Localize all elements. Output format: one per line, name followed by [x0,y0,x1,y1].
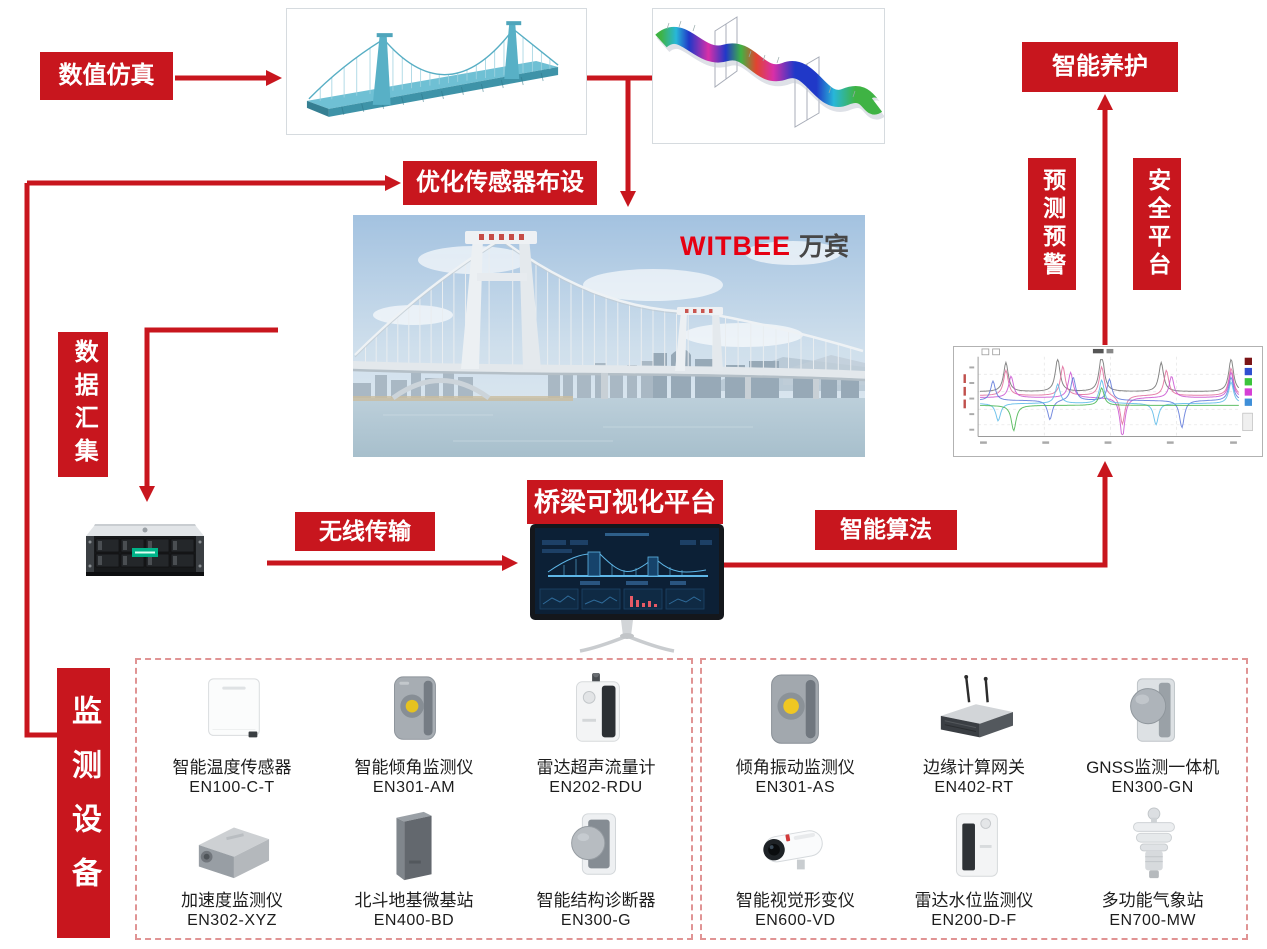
device-item: 智能结构诊断器 EN300-G [505,799,687,932]
optimize-sensor-layout-box: 优化传感器布设 [403,161,597,205]
vision-camera-image [735,806,855,884]
device-name: 雷达超声流量计 [536,758,656,777]
device-item: 雷达水位监测仪 EN200-D-F [885,799,1064,932]
device-model: EN300-GN [1111,779,1194,796]
device-model: EN100-C-T [189,779,275,796]
device-name: 多功能气象站 [1101,891,1204,910]
device-item: GNSS监测一体机 EN300-GN [1063,666,1242,799]
device-item: 多功能气象站 EN700-MW [1063,799,1242,932]
frf-chart-plot [963,348,1253,444]
device-item: 雷达超声流量计 EN202-RDU [505,666,687,799]
temperature-sensor-image [172,673,292,751]
device-group-1: 智能温度传感器 EN100-C-T 智能倾角监测仪 EN301-AM 雷达超声流… [135,658,693,940]
wireless-transmission-box: 无线传输 [295,512,435,551]
safety-platform-box: 安全平台 [1133,158,1181,290]
weather-station-image [1093,806,1213,884]
device-name: 智能结构诊断器 [536,891,656,910]
device-name: 倾角振动监测仪 [735,758,855,777]
monitoring-equipment-box: 监测设备 [57,668,110,938]
bridge-modal-analysis-image [652,8,886,144]
device-model: EN302-XYZ [187,912,277,929]
bridge-visualization-platform-box: 桥梁可视化平台 [527,480,723,524]
device-item: 智能温度传感器 EN100-C-T [141,666,323,799]
device-name: 雷达水位监测仪 [914,891,1034,910]
witbee-brand-cn: 万宾 [798,233,849,261]
photo-hangers [365,246,852,373]
device-model: EN300-G [560,912,632,929]
device-name: 加速度监测仪 [181,891,283,910]
bridge-fem-model-image [286,8,587,135]
monitor-scene [530,524,724,653]
device-model: EN301-AM [372,779,456,796]
device-model: EN400-BD [373,912,455,929]
device-item: 加速度监测仪 EN302-XYZ [141,799,323,932]
model-hangers [319,36,551,101]
device-item: 智能视觉形变仪 EN600-VD [706,799,885,932]
device-name: 智能倾角监测仪 [354,758,474,777]
edge-gateway-image [914,673,1034,751]
bridge-fem-model-scene [306,21,559,117]
device-item: 智能倾角监测仪 EN301-AM [323,666,505,799]
beidou-base-station-image [354,806,474,884]
frf-analysis-chart [953,346,1263,457]
bridge-modal-analysis-scene [655,16,886,128]
intelligent-maintenance-box: 智能养护 [1022,42,1178,92]
device-name: GNSS监测一体机 [1086,758,1220,777]
device-model: EN301-AS [755,779,836,796]
device-name: 北斗地基微基站 [354,891,474,910]
bridge-photo-scene [353,215,865,457]
device-model: EN600-VD [755,912,836,929]
frf-legend [1244,357,1252,406]
tilt-monitor-image [354,673,474,751]
device-model: EN202-RDU [549,779,643,796]
device-item: 倾角振动监测仪 EN301-AS [706,666,885,799]
accelerometer-image [172,806,292,884]
prediction-warning-box: 预测预警 [1028,158,1076,290]
radar-water-level-image [914,806,1034,884]
structure-diagnostic-image [536,806,656,884]
device-name: 边缘计算网关 [922,758,1025,777]
tilt-vibration-monitor-image [735,673,855,751]
device-model: EN200-D-F [931,912,1017,929]
intelligent-algorithm-box: 智能算法 [815,510,957,550]
data-server-image [78,512,212,589]
device-item: 北斗地基微基站 EN400-BD [323,799,505,932]
witbee-brand-en: WITBEE [679,231,791,261]
frf-curves-layer [979,358,1240,436]
server-scene [86,524,204,576]
data-aggregation-box: 数据汇集 [58,332,108,477]
device-group-2: 倾角振动监测仪 EN301-AS 边缘计算网关 EN402-RT GNSS监测一… [700,658,1248,940]
device-name: 智能视觉形变仪 [735,891,855,910]
gnss-monitor-image [1093,673,1213,751]
device-item: 边缘计算网关 EN402-RT [885,666,1064,799]
device-model: EN402-RT [934,779,1014,796]
numerical-simulation-box: 数值仿真 [40,52,173,100]
device-model: EN700-MW [1109,912,1196,929]
visualization-monitor [530,524,724,659]
radar-flow-meter-image [536,671,656,751]
device-name: 智能温度传感器 [172,758,292,777]
